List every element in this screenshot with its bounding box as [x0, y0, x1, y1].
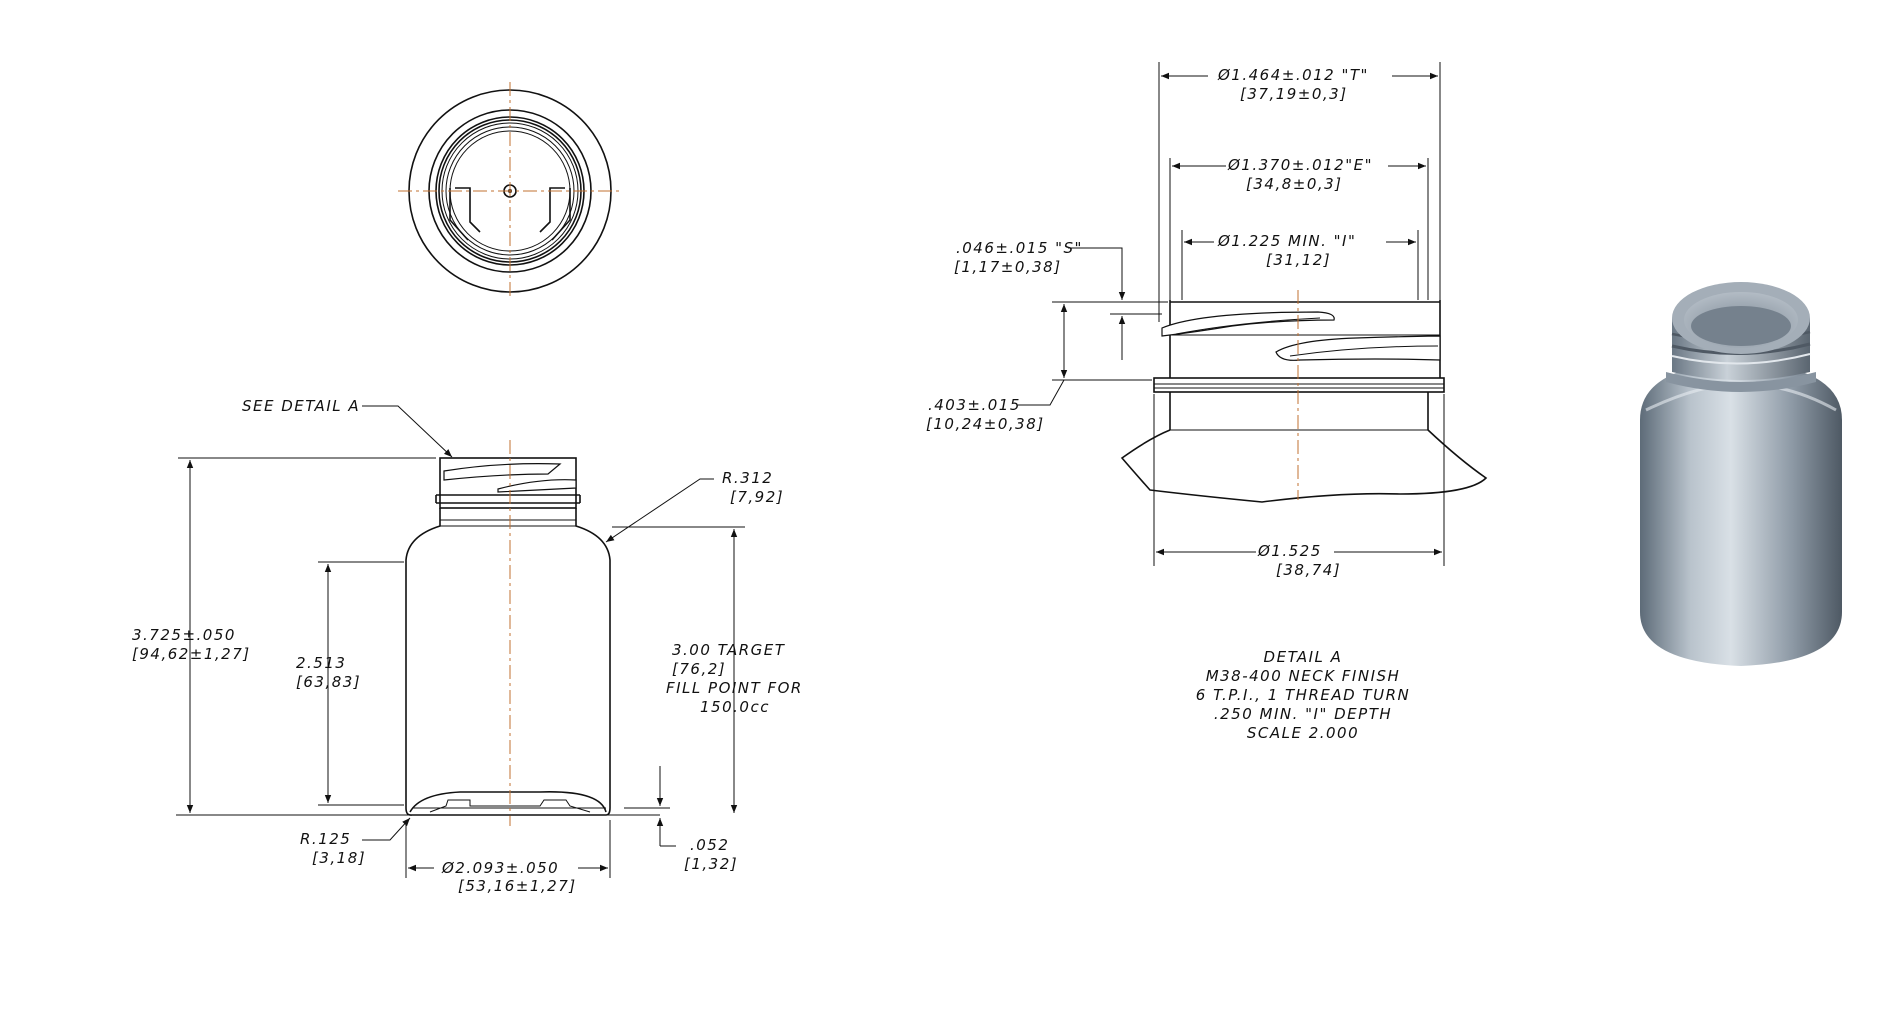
- front-view-labels: SEE DETAIL A R.312 [7,92] 3.725±.050 [94…: [132, 397, 803, 895]
- body-diameter-label: Ø2.093±.050: [441, 859, 559, 877]
- dim-h-label: .403±.015: [928, 396, 1021, 414]
- base-radius-mm-label: [3,18]: [312, 849, 366, 867]
- dim-s-mm-label: [1,17±0,38]: [954, 258, 1062, 276]
- fill-height-label: 3.00 TARGET: [672, 641, 786, 659]
- overall-height-mm-label: [94,62±1,27]: [132, 645, 251, 663]
- caption-line-2: M38-400 NECK FINISH: [1206, 667, 1401, 685]
- base-radius-label: R.125: [300, 830, 351, 848]
- fill-height-mm-label: [76,2]: [672, 660, 726, 678]
- caption-line-4: .250 MIN. "I" DEPTH: [1214, 705, 1392, 723]
- dim-bead-label: Ø1.525: [1257, 542, 1322, 560]
- dim-h-mm-label: [10,24±0,38]: [926, 415, 1045, 433]
- push-up-label: .052: [690, 836, 729, 854]
- push-up-mm-label: [1,32]: [684, 855, 738, 873]
- caption-line-1: DETAIL A: [1264, 648, 1343, 666]
- top-view: [398, 82, 622, 300]
- caption-line-3: 6 T.P.I., 1 THREAD TURN: [1196, 686, 1410, 704]
- dim-i-mm-label: [31,12]: [1266, 251, 1331, 269]
- body-diameter-mm-label: [53,16±1,27]: [458, 877, 577, 895]
- fill-note-line1: FILL POINT FOR: [666, 679, 803, 697]
- detail-a-view: [1018, 62, 1488, 566]
- fill-note-line2: 150.0cc: [700, 698, 770, 716]
- dim-i-label: Ø1.225 MIN. "I": [1217, 232, 1356, 250]
- bottle-3d-render: [1640, 282, 1842, 666]
- label-height-mm-label: [63,83]: [296, 673, 361, 691]
- front-view: [176, 405, 745, 878]
- overall-height-label: 3.725±.050: [132, 626, 236, 644]
- shoulder-radius-mm-label: [7,92]: [730, 488, 784, 506]
- shoulder-radius-label: R.312: [722, 469, 773, 487]
- label-height-label: 2.513: [296, 654, 346, 672]
- dim-t-label: Ø1.464±.012 "T": [1217, 66, 1369, 84]
- detail-a-caption: DETAIL A M38-400 NECK FINISH 6 T.P.I., 1…: [1196, 648, 1410, 742]
- dim-e-mm-label: [34,8±0,3]: [1246, 175, 1343, 193]
- caption-line-5: SCALE 2.000: [1247, 724, 1359, 742]
- detail-a-labels: Ø1.464±.012 "T" [37,19±0,3] Ø1.370±.012"…: [926, 66, 1373, 579]
- see-detail-label: SEE DETAIL A: [242, 397, 360, 415]
- dim-s-label: .046±.015 "S": [956, 239, 1083, 257]
- dim-bead-mm-label: [38,74]: [1276, 561, 1341, 579]
- dim-e-label: Ø1.370±.012"E": [1227, 156, 1373, 174]
- dim-t-mm-label: [37,19±0,3]: [1240, 85, 1348, 103]
